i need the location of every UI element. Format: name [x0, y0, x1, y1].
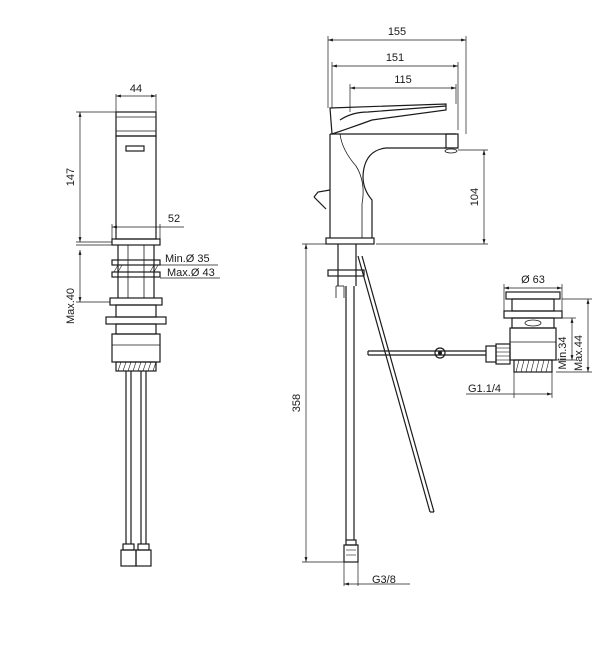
hole-max-label: Max.Ø 43 [167, 267, 215, 279]
front-view [76, 94, 220, 567]
waste-max-label: Max.44 [573, 335, 585, 371]
spout-height-label: 104 [469, 188, 481, 206]
front-width-label: 44 [130, 83, 142, 95]
deck-max-label: Max.40 [65, 288, 77, 324]
side-reach-label: 115 [394, 74, 412, 86]
waste-thread-label: G1.1/4 [468, 383, 501, 395]
front-height-label: 147 [65, 168, 77, 186]
waste-diameter-label: Ø 63 [521, 274, 545, 286]
side-view [302, 36, 488, 586]
hose-length-label: 358 [291, 394, 303, 412]
waste-view [367, 284, 592, 398]
hose-thread-label: G3/8 [372, 574, 396, 586]
base-width-label: 52 [168, 213, 180, 225]
side-depth-total-label: 155 [388, 26, 406, 38]
hole-min-label: Min.Ø 35 [165, 253, 210, 265]
side-depth-body-label: 151 [386, 52, 404, 64]
waste-min-label: Min.34 [557, 336, 569, 369]
